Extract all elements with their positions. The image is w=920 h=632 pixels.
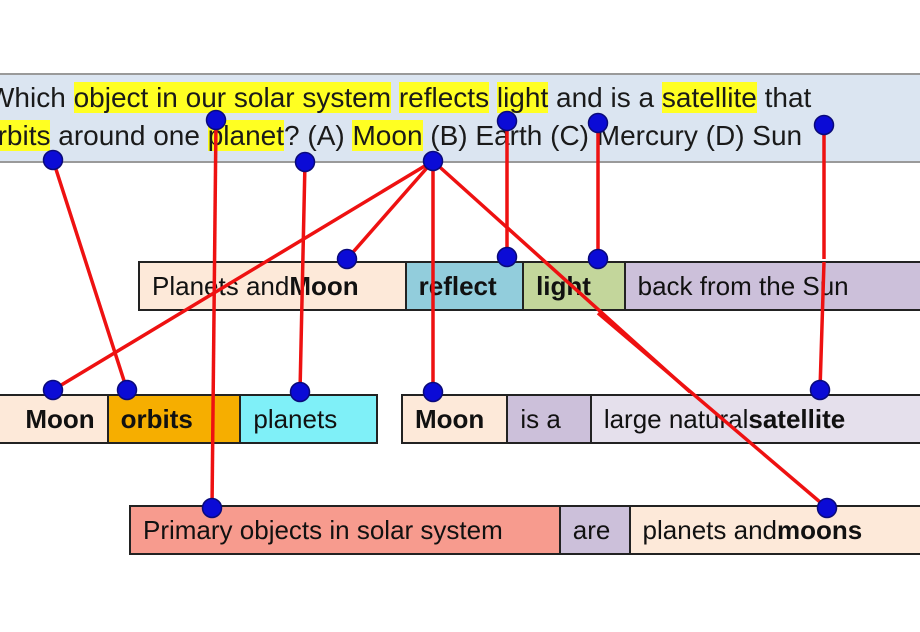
line2-segment-5: (B) Earth (C) Mercury (D) Sun <box>422 120 803 151</box>
fact4-cell-3: planets and moons <box>630 507 920 553</box>
connector-line-0 <box>51 159 129 391</box>
fact3-cell-3: large natural satellite <box>591 396 920 442</box>
fact1-cell-4: back from the Sun <box>625 263 920 309</box>
fact4-cell-2: are <box>560 507 631 553</box>
line1-segment-2 <box>391 82 399 113</box>
fact3-cell-1: Moon <box>403 396 509 442</box>
question-line-1: Which object in our solar system reflect… <box>0 82 811 114</box>
fact-row-3: Moon is a large natural satellite <box>401 394 920 444</box>
line1-segment-4 <box>489 82 497 113</box>
line2-segment-0-highlighted: orbits <box>0 120 51 151</box>
connector-line-4 <box>345 159 435 261</box>
fact1-cell-1: Planets and Moon <box>140 263 407 309</box>
fact-row-2: Moon orbits planets <box>0 394 378 444</box>
line2-segment-2-highlighted: planet <box>207 120 285 151</box>
fact4-cell-1: Primary objects in solar system <box>131 507 561 553</box>
fact-row-4: Primary objects in solar system are plan… <box>129 505 920 555</box>
fact2-cell-1: Moon <box>0 396 109 442</box>
line1-segment-1-highlighted: object in our solar system <box>73 82 392 113</box>
line2-segment-3: ? (A) <box>284 120 353 151</box>
fact2-cell-3: planets <box>241 396 377 442</box>
line1-segment-0: Which <box>0 82 66 113</box>
fact3-cell-2: is a <box>508 396 592 442</box>
fact1-cell-3: light <box>524 263 626 309</box>
line2-segment-1: around one <box>50 120 208 151</box>
connector-line-1 <box>210 119 218 509</box>
fact2-cell-2: orbits <box>108 396 242 442</box>
line2-segment-4-highlighted: Moon <box>352 120 423 151</box>
line1-segment-7-highlighted: satellite <box>661 82 757 113</box>
line1-segment-5-highlighted: light <box>496 82 549 113</box>
line1-segment-8: that <box>756 82 812 113</box>
line1-segment-6: and is a <box>548 82 662 113</box>
fact1-cell-2: reflect <box>406 263 525 309</box>
question-box: Which object in our solar system reflect… <box>0 73 920 163</box>
question-line-2: orbits around one planet? (A) Moon (B) E… <box>0 120 802 152</box>
fact-row-1: Planets and Moon reflect light back from… <box>138 261 920 311</box>
line1-segment-3-highlighted: reflects <box>398 82 490 113</box>
